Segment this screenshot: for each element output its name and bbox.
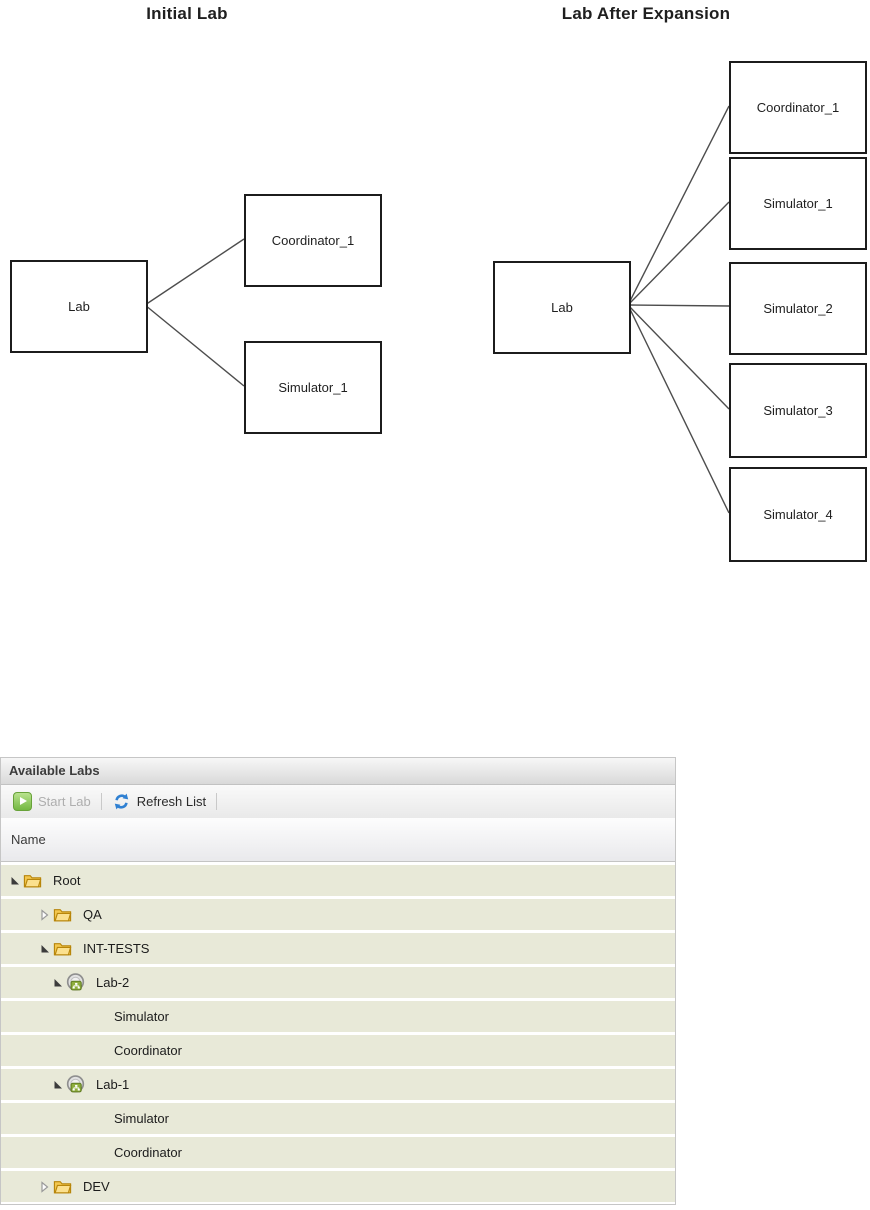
folder-icon: [53, 943, 72, 956]
tree-row[interactable]: Simulator: [1, 1103, 675, 1134]
diagram-title-initial-lab: Initial Lab: [146, 4, 228, 23]
tree-row[interactable]: Coordinator: [1, 1137, 675, 1168]
tree-item-label: QA: [83, 907, 102, 922]
lab-icon: [66, 973, 85, 991]
toolbar-separator: [216, 793, 218, 810]
expand-arrow-icon[interactable]: [38, 908, 53, 921]
play-icon: [13, 792, 32, 811]
panel-title: Available Labs: [1, 758, 675, 785]
folder-icon: [53, 909, 72, 922]
tree-item-label: Root: [53, 873, 81, 888]
diagram-box-lab-expanded: Lab: [493, 261, 631, 354]
diagram-box-lab-initial: Lab: [10, 260, 148, 353]
diagram-box-coordinator1-initial: Coordinator_1: [244, 194, 382, 287]
tree-item-label: INT-TESTS: [83, 941, 150, 956]
tree-item-label: Coordinator: [114, 1145, 182, 1160]
tree-row[interactable]: QA: [1, 899, 675, 930]
tree-row[interactable]: Simulator: [1, 1001, 675, 1032]
expand-arrow-icon[interactable]: [38, 1180, 53, 1193]
tree-row[interactable]: Lab-1: [1, 1069, 675, 1100]
expand-arrow-icon[interactable]: [51, 977, 66, 989]
diagram-box-simulator4-expanded: Simulator_4: [729, 467, 867, 562]
toolbar: Start Lab Refresh List: [1, 785, 675, 818]
diagram-box-simulator3-expanded: Simulator_3: [729, 363, 867, 458]
refresh-list-label: Refresh List: [136, 794, 207, 809]
tree-item-label: Coordinator: [114, 1043, 182, 1058]
tree-item-label: Simulator: [114, 1009, 169, 1024]
tree-row[interactable]: INT-TESTS: [1, 933, 675, 964]
diagram-title-lab-after-expansion: Lab After Expansion: [561, 4, 731, 23]
diagram-box-coordinator1-expanded: Coordinator_1: [729, 61, 867, 154]
expand-arrow-icon[interactable]: [8, 875, 23, 887]
refresh-icon: [112, 792, 131, 811]
tree-row[interactable]: Coordinator: [1, 1035, 675, 1066]
start-lab-button[interactable]: Start Lab: [7, 789, 97, 815]
expand-arrow-icon[interactable]: [51, 1079, 66, 1091]
tree-row[interactable]: Lab-2: [1, 967, 675, 998]
lab-icon: [66, 1075, 85, 1093]
toolbar-separator: [100, 793, 102, 810]
available-labs-panel: Available Labs Start Lab Refresh List Na…: [0, 757, 676, 1205]
diagram-box-simulator1-initial: Simulator_1: [244, 341, 382, 434]
column-header-name[interactable]: Name: [1, 818, 675, 862]
refresh-list-button[interactable]: Refresh List: [106, 789, 212, 815]
tree-item-label: Lab-1: [96, 1077, 130, 1092]
diagram-box-simulator2-expanded: Simulator_2: [729, 262, 867, 355]
tree-item-label: Simulator: [114, 1111, 169, 1126]
folder-icon: [23, 875, 42, 888]
start-lab-label: Start Lab: [38, 794, 91, 809]
lab-diagrams: Initial Lab Lab After Expansion Lab Coor…: [10, 4, 867, 562]
diagram-box-simulator1-expanded: Simulator_1: [729, 157, 867, 250]
expand-arrow-icon[interactable]: [38, 943, 53, 955]
tree-row[interactable]: DEV: [1, 1171, 675, 1202]
tree-rows: Root QA: [1, 862, 675, 1204]
tree-item-label: DEV: [83, 1179, 110, 1194]
tree-item-label: Lab-2: [96, 975, 130, 990]
folder-icon: [53, 1181, 72, 1194]
tree-row[interactable]: Root: [1, 865, 675, 896]
